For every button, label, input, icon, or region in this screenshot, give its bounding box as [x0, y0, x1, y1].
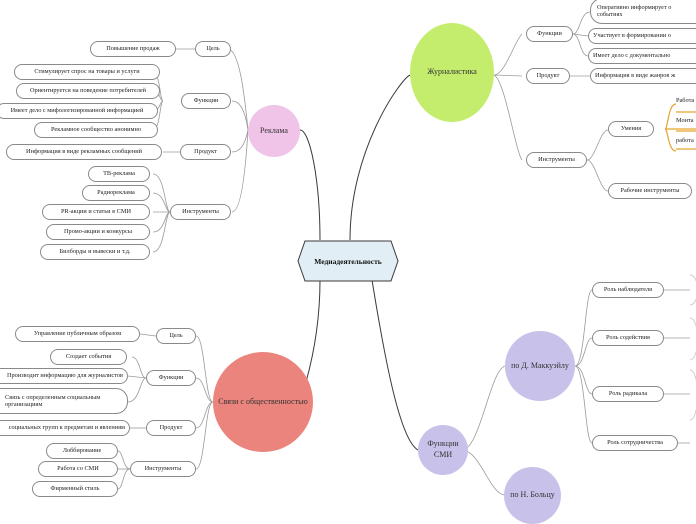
- list-item: Билборды и вывески и т.д.: [59, 248, 131, 256]
- list-item: Информация в виде жанров ж: [595, 72, 676, 80]
- pr-node[interactable]: Связи с общественностью: [213, 352, 313, 452]
- pr-produkt-label: Продукт: [159, 424, 183, 432]
- pr-funkcii-item[interactable]: Производит информацию для журналистов: [0, 368, 128, 384]
- list-item: Радиореклама: [97, 189, 135, 197]
- reklama-instr-item[interactable]: Промо-акции и конкурсы: [46, 224, 150, 240]
- reklama-cel-item[interactable]: Повышение продаж: [90, 41, 176, 57]
- list-item: Имеет дело с мифологизированной информац…: [10, 107, 144, 115]
- reklama-instr-item[interactable]: PR-акции и статьи в СМИ: [42, 204, 150, 220]
- zhurnalistika-label: Журналистика: [427, 67, 477, 77]
- list-item: социальных групп к предметам и явлениям: [8, 424, 125, 432]
- mcquail-label: по Д. Маккуэйлу: [511, 360, 569, 370]
- mcquail-item[interactable]: Роль сотрудничества: [592, 435, 678, 451]
- list-item: PR-акции и статьи в СМИ: [61, 208, 131, 216]
- zhurn-funkcii-item[interactable]: Имеет дело с документально: [588, 48, 696, 64]
- reklama-node[interactable]: Реклама: [248, 105, 300, 157]
- zhurn-instrumenty[interactable]: Инструменты: [526, 152, 587, 168]
- hexagon-shape: [297, 240, 399, 282]
- pr-produkt-item[interactable]: социальных групп к предметам и явлениям: [0, 420, 130, 436]
- list-item: Лоббирование: [62, 447, 102, 455]
- pr-instrumenty[interactable]: Инструменты: [130, 461, 196, 477]
- pr-instrumenty-label: Инструменты: [144, 465, 182, 473]
- smi-label: Функции СМИ: [427, 439, 459, 459]
- list-item: Роль наблюдателя: [603, 286, 653, 294]
- reklama-funkcii-item[interactable]: Ориентируется на поведение потребителей: [16, 83, 160, 99]
- zhurnalistika-node[interactable]: Журналистика: [410, 23, 494, 122]
- zhurn-funkcii-item[interactable]: Участвует в формировании о: [588, 28, 696, 44]
- reklama-produkt-item[interactable]: Информация в виде рекламных сообщений: [6, 144, 162, 160]
- list-item: Фирменный стиль: [50, 485, 100, 493]
- reklama-funkcii[interactable]: Функции: [181, 93, 231, 109]
- list-item: Информация в виде рекламных сообщений: [26, 148, 142, 156]
- list-item: Участвует в формировании о: [593, 32, 671, 40]
- reklama-funkcii-item[interactable]: Рекламное сообщество анонимно: [34, 122, 158, 138]
- mcquail-item[interactable]: Роль содействия: [592, 330, 664, 346]
- zhurn-rabochie-label: Рабочие инструменты: [620, 187, 680, 195]
- list-item: Роль радикала: [608, 390, 648, 398]
- mcquail-node[interactable]: по Д. Маккуэйлу: [505, 331, 575, 401]
- list-item: Создает события: [65, 353, 112, 361]
- pr-funkcii-item[interactable]: Связь с определенным социальным организа…: [0, 388, 128, 414]
- center-label: Медиадеятельность: [314, 256, 382, 266]
- list-item: Производит информацию для журналистов: [6, 372, 123, 380]
- list-item: Связь с определенным социальным организа…: [5, 393, 101, 408]
- list-item: Промо-акции и конкурсы: [64, 228, 132, 236]
- list-item: Управление публичным образом: [33, 330, 122, 338]
- zhurn-produkt-label: Продукт: [536, 72, 560, 80]
- pr-cel[interactable]: Цель: [156, 328, 196, 344]
- reklama-funkcii-label: Функции: [193, 97, 219, 105]
- list-item: ТВ-реклама: [103, 170, 135, 178]
- center-node[interactable]: Медиадеятельность: [297, 240, 399, 282]
- pr-instr-item[interactable]: Фирменный стиль: [32, 481, 118, 497]
- list-item: Стимулирует спрос на товары и услуги: [34, 68, 140, 76]
- umeniya-item[interactable]: работа: [676, 137, 694, 144]
- list-item: Рекламное сообщество анонимно: [50, 126, 141, 134]
- pr-produkt[interactable]: Продукт: [146, 420, 196, 436]
- pr-cel-label: Цель: [169, 332, 183, 340]
- pr-funkcii-item[interactable]: Создает события: [50, 349, 127, 365]
- pr-funkcii-label: Функции: [158, 374, 184, 382]
- list-item: Имеет дело с документально: [593, 52, 671, 60]
- zhurn-umeniya[interactable]: Умения: [608, 121, 654, 137]
- zhurn-funkcii[interactable]: Функции: [526, 26, 573, 42]
- zhurn-funkcii-item[interactable]: Оперативно информирует о событиях: [590, 0, 696, 24]
- bolz-label: по Н. Больцу: [510, 490, 555, 500]
- smi-node[interactable]: Функции СМИ: [418, 425, 468, 475]
- list-item: Роль сотрудничества: [607, 439, 663, 447]
- bolz-node[interactable]: по Н. Больцу: [504, 467, 561, 524]
- reklama-instrumenty[interactable]: Инструменты: [170, 204, 231, 220]
- mcquail-item[interactable]: Роль радикала: [592, 386, 664, 402]
- mcquail-item[interactable]: Роль наблюдателя: [592, 282, 664, 298]
- reklama-instr-item[interactable]: Билборды и вывески и т.д.: [40, 244, 150, 260]
- reklama-instr-item[interactable]: ТВ-реклама: [88, 166, 150, 182]
- zhurn-rabochie[interactable]: Рабочие инструменты: [608, 183, 692, 199]
- pr-label: Связи с общественностью: [218, 396, 308, 406]
- reklama-cel-label: Цель: [206, 45, 220, 53]
- reklama-cel[interactable]: Цель: [195, 41, 231, 57]
- pr-instr-item[interactable]: Работа со СМИ: [38, 461, 118, 477]
- reklama-funkcii-item[interactable]: Имеет дело с мифологизированной информац…: [0, 103, 158, 119]
- umeniya-item[interactable]: Монта: [676, 117, 694, 124]
- list-item: Работа со СМИ: [57, 465, 99, 473]
- reklama-label: Реклама: [260, 125, 288, 135]
- reklama-cel-item-label: Повышение продаж: [106, 45, 160, 53]
- reklama-produkt-label: Продукт: [194, 148, 217, 156]
- zhurn-produkt[interactable]: Продукт: [526, 68, 570, 84]
- zhurn-umeniya-label: Умения: [620, 125, 642, 133]
- list-item: Роль содействия: [606, 334, 650, 342]
- zhurn-instrumenty-label: Инструменты: [538, 156, 575, 164]
- zhurn-produkt-item[interactable]: Информация в виде жанров ж: [590, 68, 696, 84]
- reklama-funkcii-item[interactable]: Стимулирует спрос на товары и услуги: [14, 64, 160, 80]
- reklama-instr-item[interactable]: Радиореклама: [82, 185, 150, 201]
- zhurn-funkcii-label: Функции: [537, 30, 562, 38]
- reklama-instrumenty-label: Инструменты: [182, 208, 219, 216]
- list-item: Оперативно информирует о событиях: [597, 3, 672, 18]
- pr-cel-item[interactable]: Управление публичным образом: [15, 326, 140, 342]
- reklama-produkt[interactable]: Продукт: [180, 144, 231, 160]
- list-item: Ориентируется на поведение потребителей: [29, 87, 147, 95]
- umeniya-item[interactable]: Работа: [676, 97, 695, 104]
- pr-funkcii[interactable]: Функции: [146, 370, 196, 386]
- pr-instr-item[interactable]: Лоббирование: [46, 443, 118, 459]
